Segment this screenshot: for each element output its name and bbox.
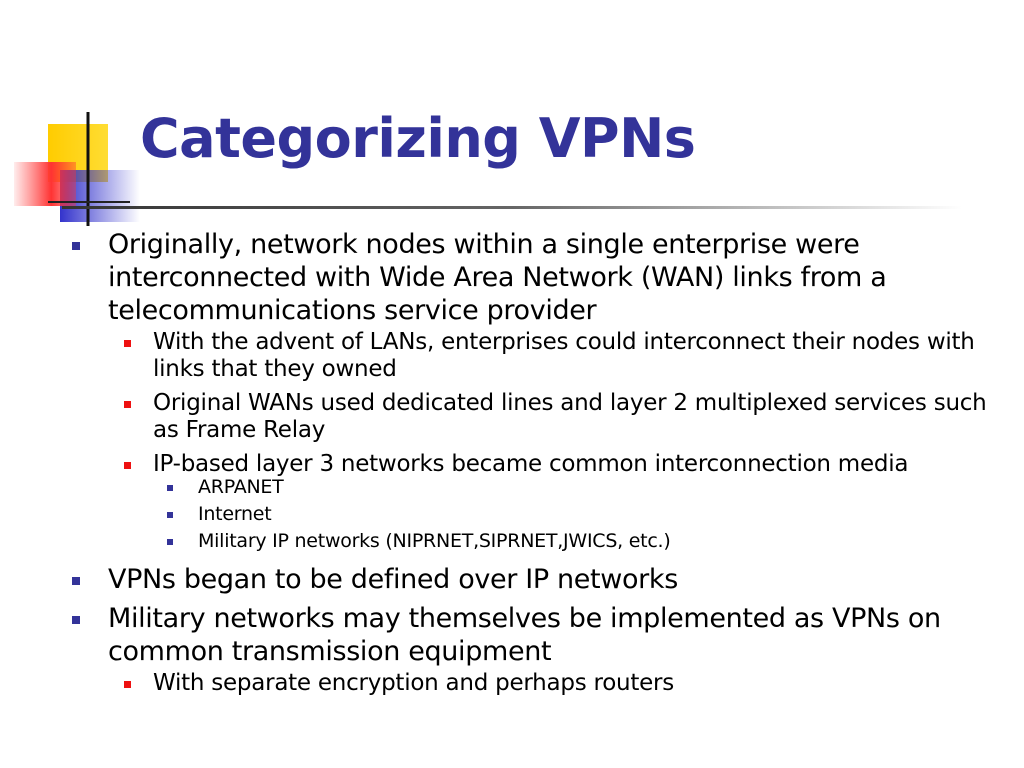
bullet-text: VPNs began to be defined over IP network… [108, 564, 678, 595]
bullet-text: Originally, network nodes within a singl… [108, 229, 887, 326]
bullet-square-icon [167, 485, 173, 491]
sub-sub-bullet-item: Internet [153, 501, 1010, 528]
bullet-square-icon [72, 577, 80, 585]
bullet-square-icon [72, 242, 80, 250]
sub-sub-bullet-list: ARPANET Internet Military IP networks (N… [153, 474, 1010, 555]
sub-bullet-text: Original WANs used dedicated lines and l… [153, 390, 987, 443]
sub-bullet-item: IP-based layer 3 networks became common … [108, 451, 1010, 555]
sub-sub-bullet-text: ARPANET [198, 476, 284, 498]
sub-bullet-item: With separate encryption and perhaps rou… [108, 670, 1010, 697]
sub-bullet-text: With the advent of LANs, enterprises cou… [153, 329, 975, 382]
sub-bullet-list: With the advent of LANs, enterprises cou… [108, 329, 1010, 555]
sub-bullet-text: IP-based layer 3 networks became common … [153, 451, 909, 477]
sub-sub-bullet-text: Military IP networks (NIPRNET,SIPRNET,JW… [198, 530, 671, 552]
deco-red-square [14, 162, 76, 206]
bullet-item: Military networks may themselves be impl… [70, 602, 1010, 697]
bullet-square-icon [72, 616, 80, 624]
sub-bullet-text: With separate encryption and perhaps rou… [153, 670, 674, 696]
bullet-square-icon [124, 681, 131, 688]
bullet-item: VPNs began to be defined over IP network… [70, 563, 1010, 596]
sub-sub-bullet-item: ARPANET [153, 474, 1010, 501]
corner-decoration [14, 112, 140, 226]
bullet-square-icon [124, 340, 131, 347]
sub-bullet-item: Original WANs used dedicated lines and l… [108, 390, 1010, 444]
sub-bullet-list: With separate encryption and perhaps rou… [108, 670, 1010, 697]
slide-body: Originally, network nodes within a singl… [70, 228, 1010, 704]
bullet-square-icon [167, 539, 173, 545]
bullet-square-icon [124, 462, 131, 469]
bullet-square-icon [167, 512, 173, 518]
sub-sub-bullet-item: Military IP networks (NIPRNET,SIPRNET,JW… [153, 528, 1010, 555]
slide-title: Categorizing VPNs [140, 107, 696, 170]
bullet-square-icon [124, 401, 131, 408]
sub-bullet-item: With the advent of LANs, enterprises cou… [108, 329, 1010, 383]
title-underline [62, 206, 962, 209]
bullet-list: Originally, network nodes within a singl… [70, 228, 1010, 697]
sub-sub-bullet-text: Internet [198, 503, 272, 525]
bullet-text: Military networks may themselves be impl… [108, 603, 941, 667]
bullet-item: Originally, network nodes within a singl… [70, 228, 1010, 555]
